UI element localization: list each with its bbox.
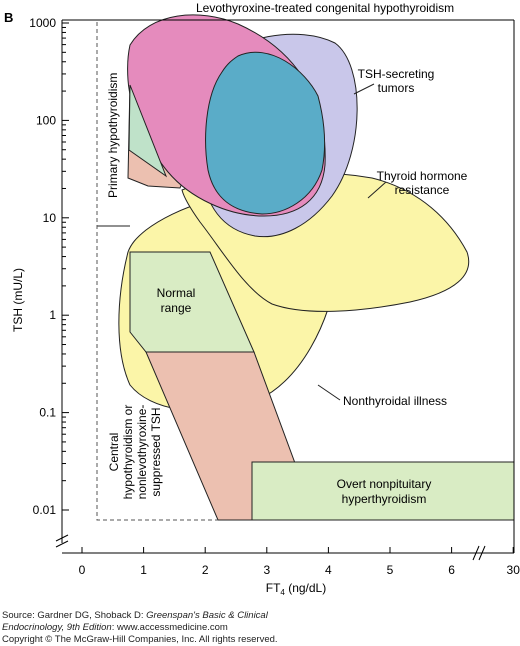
- y-tick-label: 100: [36, 113, 56, 127]
- y-axis-break-icon: [55, 534, 69, 548]
- region-overt-nonpituitary-hyperthyroidism: [251, 461, 515, 521]
- credit-source-line-1: Source: Gardner DG, Shoback D: Greenspan…: [2, 610, 268, 622]
- panel-label: B: [4, 10, 13, 25]
- credit-copyright: Copyright © The McGraw-Hill Companies, I…: [2, 634, 278, 645]
- label-central-line-4: suppressed TSH: [149, 407, 163, 496]
- label-primary-hypothyroidism: Primary hypothyroidism: [106, 73, 120, 198]
- label-tsh-secreting-tumors-2: tumors: [378, 81, 415, 95]
- x-axis-break-icon: [472, 545, 486, 561]
- credit-book-title: Greenspan's Basic & Clinical: [146, 610, 268, 621]
- thyroid-function-region-chart: 0 1 2 3 4 5 6 30 0.01 0.1 1 10 100 1000 TSH (mU/L) F…: [4, 1, 520, 597]
- label-overt-hyperthyroidism-1: Overt nonpituitary: [337, 477, 432, 491]
- central-hypothyroidism-boundary: [96, 22, 218, 521]
- x-tick-label: 30: [507, 563, 520, 577]
- label-central-line-3: nonlevothyroxine-: [135, 405, 149, 500]
- x-tick-label: 1: [140, 563, 147, 577]
- y-axis-label: TSH (mU/L): [11, 268, 25, 332]
- y-tick-label: 1: [49, 308, 56, 322]
- region-labels: Levothyroxine-treated congenital hypothy…: [106, 1, 468, 506]
- label-central-hypothyroidism: Central hypothyroidism or nonlevothyroxi…: [107, 405, 163, 500]
- credit-source-line-2: Endocrinology, 9th Edition: www.accessme…: [2, 622, 228, 634]
- leader-tsh-tumors: [353, 83, 375, 95]
- x-axis-label: FT4 (ng/dL): [266, 581, 326, 597]
- x-tick-label: 5: [387, 563, 394, 577]
- credit-source-prefix: Source: Gardner DG, Shoback D:: [2, 610, 147, 621]
- y-tick-label: 0.01: [33, 503, 57, 517]
- label-tsh-secreting-tumors-1: TSH-secreting: [358, 67, 435, 81]
- label-central-line-2: hypothyroidism or: [121, 405, 135, 500]
- leader-lines: [317, 83, 387, 401]
- label-central-line-1: Central: [107, 433, 121, 472]
- x-ticks: 0 1 2 3 4 5 6 30: [79, 547, 520, 577]
- y-ticks: 0.01 0.1 1 10 100 1000: [29, 16, 69, 517]
- credit-edition: Endocrinology, 9th Edition: [2, 622, 112, 633]
- label-thyroid-hormone-resistance-2: resistance: [395, 183, 450, 197]
- leader-nonthyroidal: [317, 384, 341, 401]
- x-tick-label: 0: [79, 563, 86, 577]
- x-tick-label: 2: [202, 563, 209, 577]
- credit-website: : www.accessmedicine.com: [111, 622, 228, 633]
- leader-thyroid-resistance: [367, 181, 387, 199]
- x-tick-label: 4: [325, 563, 332, 577]
- label-normal-range-2: range: [161, 301, 192, 315]
- y-tick-label: 10: [43, 211, 57, 225]
- label-normal-range-1: Normal: [157, 286, 196, 300]
- axes: 0 1 2 3 4 5 6 30 0.01 0.1 1 10 100 1000 TSH (mU/L) F…: [4, 10, 520, 597]
- regions: [96, 14, 515, 521]
- x-tick-label: 6: [448, 563, 455, 577]
- x-tick-label: 3: [263, 563, 270, 577]
- region-overlap: [205, 51, 326, 215]
- y-tick-label: 0.1: [39, 406, 56, 420]
- region-teal-overlap: [128, 84, 168, 178]
- label-levothyroxine-treated: Levothyroxine-treated congenital hypothy…: [196, 1, 454, 15]
- label-thyroid-hormone-resistance-1: Thyroid hormone: [377, 169, 468, 183]
- label-nonthyroidal-illness: Nonthyroidal illness: [343, 394, 447, 408]
- y-tick-label: 1000: [29, 16, 56, 30]
- label-overt-hyperthyroidism-2: hyperthyroidism: [342, 492, 427, 506]
